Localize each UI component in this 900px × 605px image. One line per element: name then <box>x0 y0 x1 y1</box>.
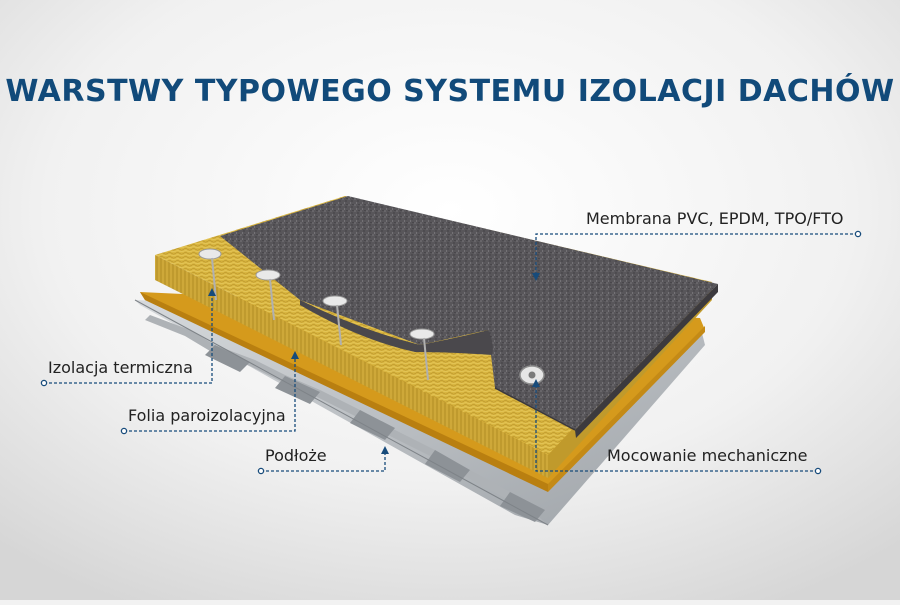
fastener-4 <box>409 328 435 381</box>
arrow-vapor <box>291 351 299 359</box>
fastener-3 <box>322 295 348 346</box>
fastener-1 <box>198 248 222 301</box>
leader-endpoints <box>40 230 862 475</box>
diagram-title: WARSTWY TYPOWEGO SYSTEMU IZOLACJI DACHÓW <box>5 74 895 109</box>
leader-lines <box>44 233 858 472</box>
leader-fastening <box>535 385 818 472</box>
leader-thermal <box>44 294 213 384</box>
label-membrane: Membrana PVC, EPDM, TPO/FTO <box>586 209 844 228</box>
arrow-thermal <box>208 288 216 296</box>
leader-vapor <box>124 357 296 432</box>
leader-membrane <box>535 233 858 275</box>
arrow-membrane <box>532 273 540 281</box>
fastener-2 <box>255 269 281 321</box>
arrow-substrate <box>381 446 389 454</box>
label-substrate: Podłoże <box>265 446 327 465</box>
fasteners <box>198 248 545 385</box>
membrane-layer <box>220 196 718 438</box>
label-vapor-barrier: Folia paroizolacyjna <box>128 406 286 425</box>
leader-substrate <box>261 452 386 472</box>
label-thermal-insulation: Izolacja termiczna <box>48 358 193 377</box>
label-mechanical-fastening: Mocowanie mechaniczne <box>607 446 808 465</box>
fastener-5 <box>519 365 545 385</box>
arrow-fastening <box>532 379 540 387</box>
